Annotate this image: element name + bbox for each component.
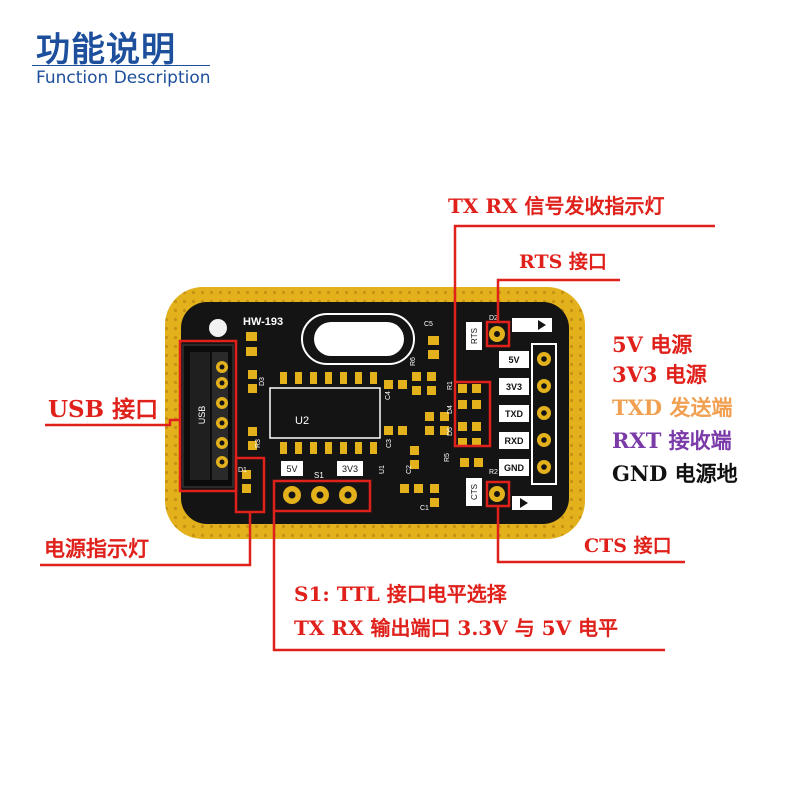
s1-3v3-tag	[337, 461, 363, 476]
d5-label: D5	[447, 427, 454, 436]
tx-rx-led-highlight-box	[453, 380, 492, 448]
s1-5v-label: 5V	[286, 464, 297, 474]
tx-rx-leader-line	[453, 224, 715, 382]
pin-label-5v: 5V	[508, 355, 519, 365]
usb-callout: USB 接口	[48, 396, 159, 423]
r6-label: R6	[410, 357, 417, 366]
header-pin-labels	[499, 351, 529, 476]
r1-label: R1	[447, 381, 454, 390]
title-divider	[32, 65, 210, 66]
cts-callout: CTS 接口	[584, 535, 672, 557]
u2-label: U2	[295, 415, 309, 427]
r2-label: R2	[489, 469, 498, 476]
c2-label: C2	[406, 465, 413, 474]
s1-highlight-box	[272, 479, 372, 513]
d2-label: D2	[489, 315, 498, 322]
page-title: 功能说明	[36, 30, 176, 70]
s1-leader-line	[272, 511, 665, 652]
board-model-label: HW-193	[243, 316, 283, 328]
power-3v3-callout: 3V3 电源	[612, 362, 707, 387]
r5-label: R5	[444, 453, 451, 462]
usb-highlight-box	[178, 339, 238, 493]
leader-lines	[40, 224, 715, 652]
c3-label: C3	[386, 439, 393, 448]
pin-label-gnd: GND	[504, 463, 525, 473]
usb-pads	[216, 361, 228, 468]
power-5v-callout: 5V 电源	[612, 332, 693, 357]
rts-tag	[466, 322, 482, 350]
d1-label: D1	[238, 467, 247, 474]
txd-callout: TXD 发送端	[612, 395, 733, 420]
cts-leader-line	[496, 506, 685, 564]
pin-label-rxd: RXD	[504, 436, 524, 446]
d3-label: D3	[259, 377, 266, 386]
top-arrow-marker	[512, 318, 552, 332]
pin-label-3v3: 3V3	[506, 382, 522, 392]
pin-label-txd: TXD	[505, 409, 524, 419]
mounting-hole	[209, 319, 227, 337]
usb-silk-label: USB	[197, 406, 207, 425]
c1-label: C1	[420, 505, 429, 512]
rts-leader-line	[496, 278, 620, 322]
s1-5v-tag	[281, 461, 303, 476]
s1-3v3-label: 3V3	[342, 464, 358, 474]
crystal-oscillator	[301, 313, 415, 365]
power-led-callout: 电源指示灯	[44, 536, 149, 561]
d4-label: D4	[447, 405, 454, 414]
gnd-callout: GND 电源地	[612, 461, 738, 486]
u1-label: U1	[379, 465, 386, 474]
s1-callout-line1: S1: TTL 接口电平选择	[294, 582, 507, 606]
header-pins	[531, 343, 557, 485]
rxt-callout: RXT 接收端	[612, 428, 732, 453]
usb-leader-line	[45, 418, 180, 427]
tx-rx-led-callout: TX RX 信号发收指示灯	[448, 194, 665, 218]
cts-silk-label: CTS	[470, 484, 479, 500]
rts-silk-label: RTS	[470, 328, 479, 344]
u2-chip	[269, 372, 381, 454]
power-led-leader-line	[40, 512, 252, 567]
smd-components	[242, 332, 483, 507]
rts-callout: RTS 接口	[519, 251, 607, 273]
s1-label: S1	[314, 471, 324, 480]
cts-tag	[466, 478, 482, 506]
bottom-arrow-marker	[512, 496, 552, 510]
c4-label: C4	[385, 391, 392, 400]
r3-label: R3	[255, 439, 262, 448]
s1-callout-line2: TX RX 输出端口 3.3V 与 5V 电平	[294, 616, 619, 640]
c5-label: C5	[424, 321, 433, 328]
s1-jumper-pins	[283, 486, 357, 504]
page-subtitle: Function Description	[36, 68, 211, 88]
